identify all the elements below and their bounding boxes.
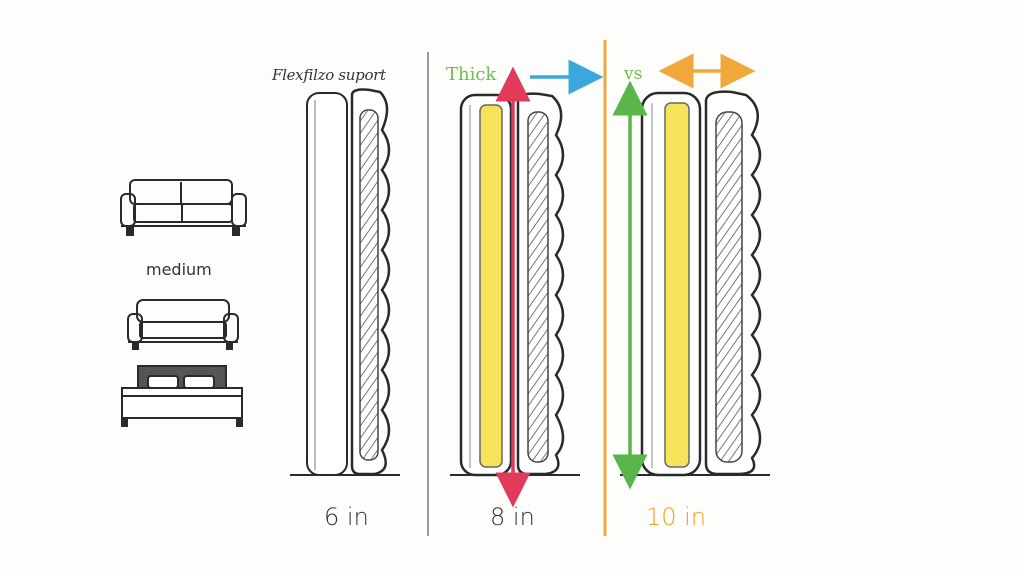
mattress-10in-foam bbox=[642, 93, 700, 475]
size-label-10in: 10 in bbox=[646, 503, 706, 531]
mattress-6in-quilted bbox=[352, 90, 389, 474]
size-label-6in: 6 in bbox=[324, 503, 369, 531]
size-label-8in: 8 in bbox=[490, 503, 535, 531]
mattress-10in-quilted bbox=[706, 92, 760, 474]
mattress-6in-plain bbox=[307, 93, 347, 475]
bed-icon bbox=[122, 366, 242, 426]
sofa-icon bbox=[121, 180, 246, 235]
vs-label: vs bbox=[624, 64, 642, 84]
top-left-label: Flexfilzo suport bbox=[272, 66, 386, 84]
loveseat-icon bbox=[128, 300, 238, 349]
mattress-8in-foam bbox=[461, 95, 511, 475]
mattress-8in-quilted bbox=[518, 94, 563, 474]
thick-label: Thick bbox=[446, 64, 496, 85]
medium-label: medium bbox=[146, 260, 212, 279]
